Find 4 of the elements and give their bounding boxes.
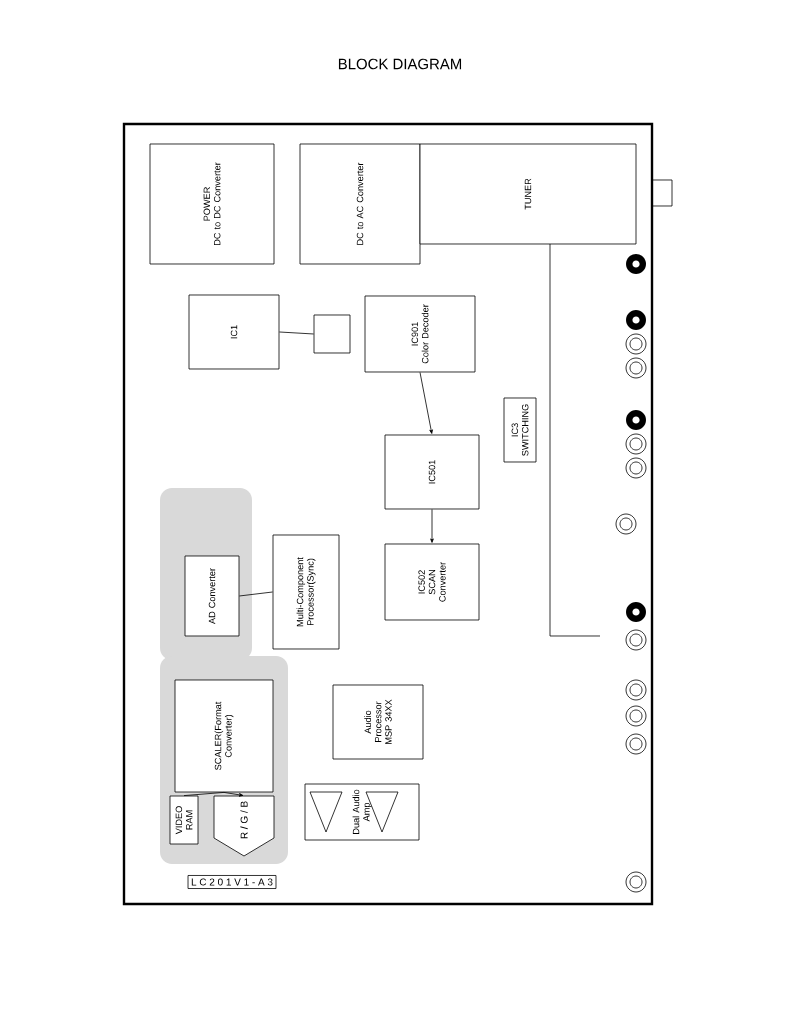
arrow	[223, 792, 244, 797]
component-box	[313, 314, 351, 354]
arrow	[430, 509, 434, 543]
arrow	[419, 372, 433, 434]
